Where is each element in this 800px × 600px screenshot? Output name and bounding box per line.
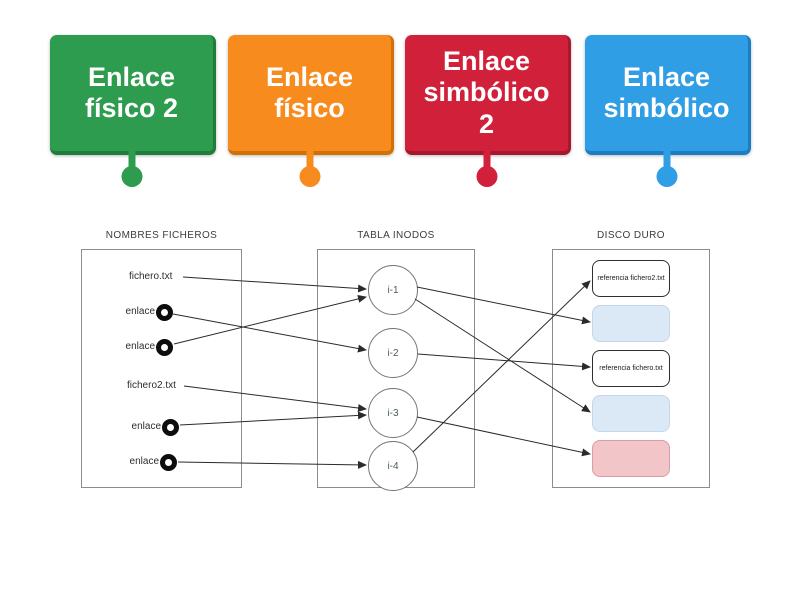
pin-stem bbox=[663, 151, 670, 171]
pin-dot-icon bbox=[121, 166, 142, 187]
file-name-label: fichero2.txt bbox=[127, 380, 176, 391]
drop-target-ring-3[interactable] bbox=[162, 419, 179, 436]
inodes-column-title: TABLA INODOS bbox=[357, 230, 435, 241]
inode-circle-i4: i-4 bbox=[368, 441, 418, 491]
names-column-box bbox=[81, 249, 242, 488]
answer-card-label: Enlace simbólico bbox=[603, 61, 730, 123]
answer-card-label: Enlace físico bbox=[265, 61, 354, 123]
inode-label: i-1 bbox=[387, 284, 399, 296]
pin-dot-icon bbox=[476, 166, 497, 187]
answer-card-enlace-simbolico-2[interactable]: Enlace simbólico 2 bbox=[405, 35, 571, 187]
disk-slot-pink bbox=[592, 440, 670, 477]
drop-target-ring-4[interactable] bbox=[160, 454, 177, 471]
inode-label: i-3 bbox=[387, 407, 399, 419]
drop-target-ring-2[interactable] bbox=[156, 339, 173, 356]
file-name-label: enlace bbox=[131, 421, 161, 432]
names-column-title: NOMBRES FICHEROS bbox=[105, 230, 218, 241]
drop-target-ring-1[interactable] bbox=[156, 304, 173, 321]
inode-label: i-4 bbox=[387, 460, 399, 472]
pin-stem bbox=[483, 151, 490, 171]
inode-circle-i1: i-1 bbox=[368, 265, 418, 315]
disk-column-title: DISCO DURO bbox=[597, 230, 665, 241]
file-name-label: fichero.txt bbox=[129, 271, 173, 282]
disk-slot-blue-1 bbox=[592, 305, 670, 342]
disk-slot-label: referencia fichero2.txt bbox=[597, 275, 665, 282]
disk-slot-referencia-fichero: referencia fichero.txt bbox=[592, 350, 670, 387]
answer-card-label: Enlace simbólico 2 bbox=[423, 46, 550, 139]
pin-dot-icon bbox=[299, 166, 320, 187]
answer-card-enlace-simbolico[interactable]: Enlace simbólico bbox=[585, 35, 751, 187]
inode-circle-i3: i-3 bbox=[368, 388, 418, 438]
disk-slot-label: referencia fichero.txt bbox=[599, 365, 663, 372]
answer-card-enlace-fisico[interactable]: Enlace físico bbox=[228, 35, 394, 187]
inode-circle-i2: i-2 bbox=[368, 328, 418, 378]
file-name-label: enlace bbox=[129, 456, 159, 467]
pin-stem bbox=[306, 151, 313, 171]
answer-card-enlace-fisico-2[interactable]: Enlace físico 2 bbox=[50, 35, 216, 187]
pin-stem bbox=[128, 151, 135, 171]
inode-label: i-2 bbox=[387, 347, 399, 359]
file-name-label: enlace bbox=[125, 341, 155, 352]
answer-card-label: Enlace físico 2 bbox=[84, 61, 179, 123]
disk-slot-blue-2 bbox=[592, 395, 670, 432]
pin-dot-icon bbox=[656, 166, 677, 187]
disk-slot-referencia-fichero2: referencia fichero2.txt bbox=[592, 260, 670, 297]
file-name-label: enlace bbox=[125, 306, 155, 317]
